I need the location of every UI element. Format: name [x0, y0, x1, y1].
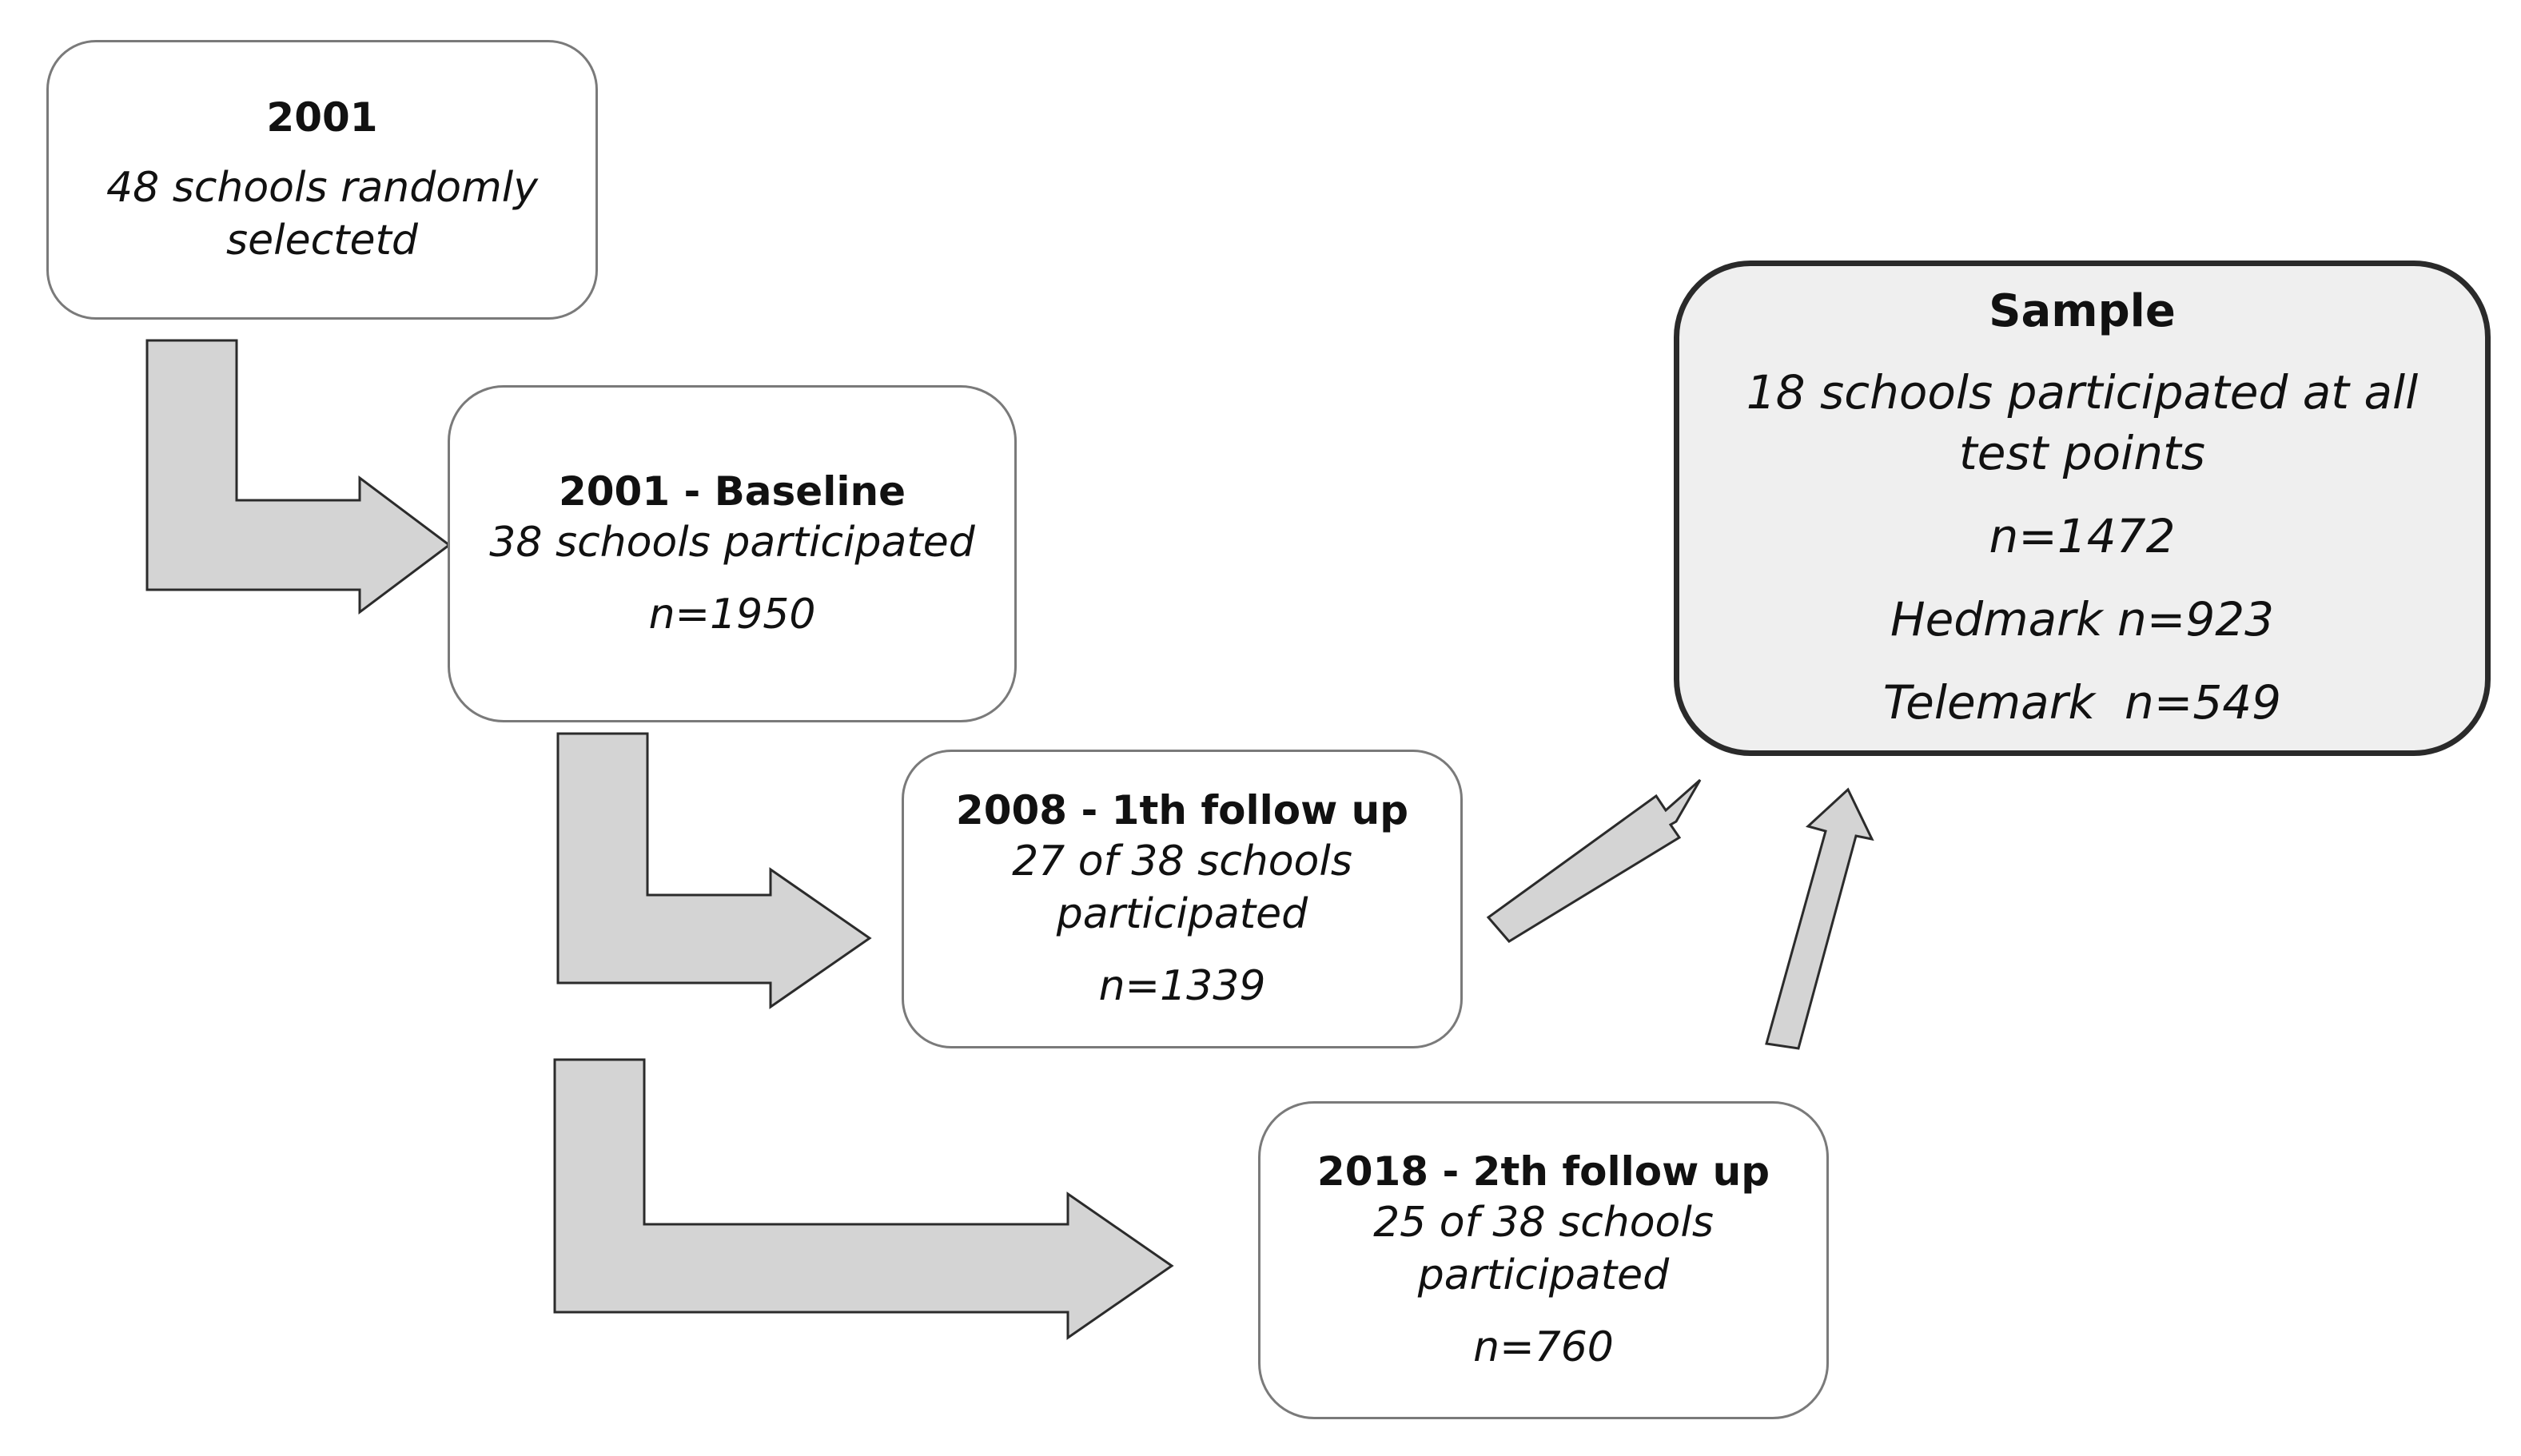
node-count: n=1339 [1098, 962, 1266, 1010]
node-2018-followup: 2018 - 2th follow up 25 of 38 schools pa… [1258, 1101, 1829, 1419]
node-title: 2008 - 1th follow up [955, 787, 1409, 833]
node-text: participated [1417, 1251, 1670, 1299]
node-count: n=1472 [1989, 509, 2176, 563]
node-text: selectetd [226, 217, 418, 265]
node-text: participated [1056, 890, 1308, 938]
node-text: 18 schools participated at all [1746, 365, 2419, 420]
node-text: 25 of 38 schools [1373, 1199, 1714, 1247]
node-title: Sample [1989, 285, 2176, 337]
diagonal-arrow-followup2-to-sample [1765, 787, 1874, 1050]
node-2001-selection: 2001 48 schools randomly selectetd [46, 40, 598, 320]
bent-arrow-baseline-to-followup1 [556, 732, 872, 1009]
diagonal-arrow-followup1-to-sample [1486, 778, 1702, 943]
node-title: 2001 - Baseline [558, 468, 906, 515]
node-2008-followup: 2008 - 1th follow up 27 of 38 schools pa… [902, 750, 1463, 1048]
node-count: n=1950 [648, 591, 816, 638]
node-text: test points [1959, 426, 2205, 480]
node-count: n=760 [1473, 1323, 1614, 1371]
node-title: 2018 - 2th follow up [1316, 1148, 1770, 1195]
node-text: 48 schools randomly [106, 164, 538, 212]
node-sample: Sample 18 schools participated at all te… [1674, 261, 2491, 756]
bent-arrow-start-to-baseline [145, 339, 452, 615]
node-2001-baseline: 2001 - Baseline 38 schools participated … [448, 385, 1017, 722]
node-title: 2001 [266, 94, 378, 141]
node-region-count: Hedmark n=923 [1890, 592, 2275, 646]
node-text: 38 schools participated [489, 519, 975, 567]
node-text: 27 of 38 schools [1012, 837, 1352, 885]
bent-arrow-baseline-to-followup2 [553, 1058, 1174, 1340]
node-region-count: Telemark n=549 [1882, 675, 2282, 730]
